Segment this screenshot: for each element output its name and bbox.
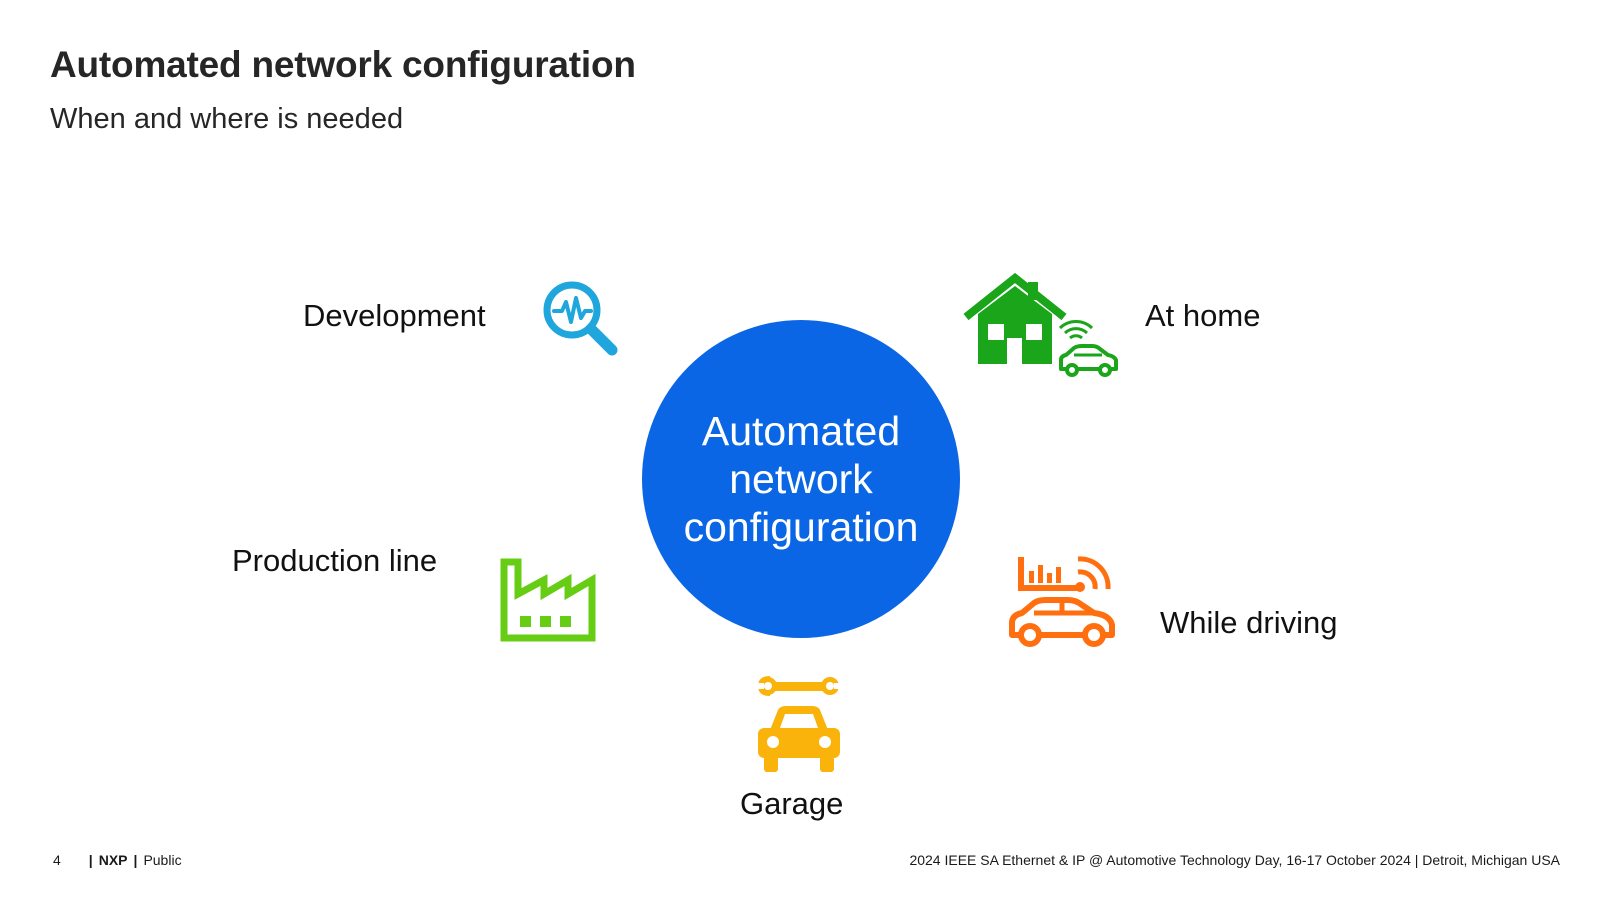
- node-label-production-line: Production line: [232, 543, 438, 578]
- hub-circle: Automated network configuration: [642, 320, 960, 638]
- footer-separator: |: [133, 852, 138, 868]
- magnifier-pulse-icon: [543, 281, 618, 356]
- node-label-while-driving: While driving: [1160, 605, 1338, 640]
- factory-icon: [500, 558, 596, 642]
- page-number: 4: [53, 852, 61, 868]
- house-car-wifi-icon: [963, 272, 1118, 377]
- car-wrench-icon: [756, 676, 842, 772]
- slide-subtitle: When and where is needed: [50, 103, 404, 135]
- hub-label: Automated network configuration: [683, 408, 919, 550]
- node-label-garage: Garage: [740, 786, 844, 821]
- car-signal-chart-icon: [1009, 556, 1115, 647]
- brand-name: NXP: [98, 852, 128, 868]
- slide-title: Automated network configuration: [50, 44, 636, 85]
- footer-separator: |: [88, 852, 93, 868]
- footer-left: 4 | NXP | Public: [53, 852, 182, 868]
- node-label-at-home: At home: [1145, 298, 1261, 333]
- node-label-development: Development: [303, 298, 486, 333]
- classification-label: Public: [143, 852, 182, 868]
- event-footer: 2024 IEEE SA Ethernet & IP @ Automotive …: [909, 852, 1560, 868]
